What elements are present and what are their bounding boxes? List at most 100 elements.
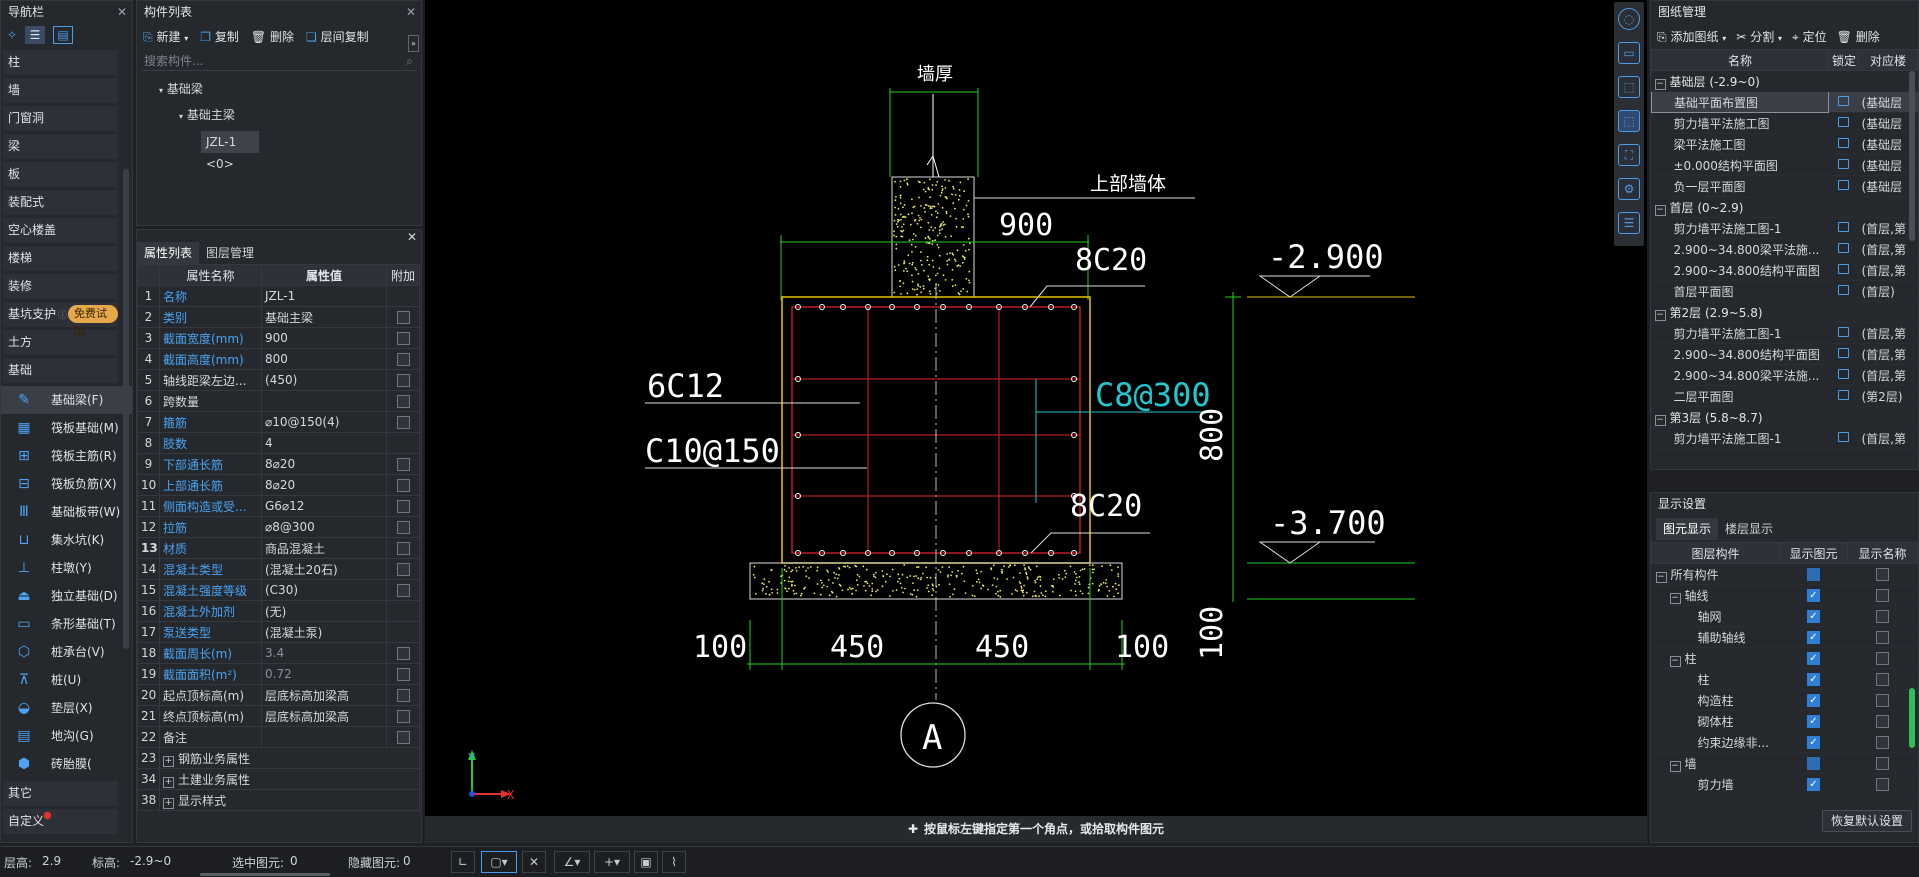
more-icon[interactable]: » bbox=[408, 35, 419, 52]
show-element-cell[interactable]: ✓ bbox=[1779, 773, 1848, 795]
lock-icon[interactable] bbox=[1838, 369, 1849, 379]
lock-cell[interactable] bbox=[1828, 343, 1859, 365]
show-element-cell[interactable]: ✓ bbox=[1779, 626, 1848, 648]
collapse-icon[interactable]: − bbox=[1669, 655, 1681, 667]
property-attach[interactable] bbox=[386, 579, 420, 601]
expand-icon[interactable]: ▾ bbox=[159, 86, 164, 95]
show-element-cell[interactable]: ✓ bbox=[1779, 584, 1848, 606]
property-value[interactable]: 层底标高加梁高 bbox=[261, 705, 387, 727]
drawing-group-row[interactable]: −首层 (0~2.9) bbox=[1651, 196, 1918, 218]
property-value[interactable]: (C30) bbox=[261, 579, 387, 601]
property-attach[interactable] bbox=[386, 726, 420, 748]
drawing-scrollbar[interactable] bbox=[1909, 71, 1915, 241]
display-row[interactable]: −轴线✓ bbox=[1651, 584, 1918, 606]
show-name-checkbox[interactable] bbox=[1876, 568, 1889, 581]
nav-subitem-1[interactable]: ▦筏板基础(M) bbox=[1, 414, 132, 442]
lock-cell[interactable] bbox=[1828, 175, 1859, 197]
lock-cell[interactable] bbox=[1828, 133, 1859, 155]
show-name-checkbox[interactable] bbox=[1876, 610, 1889, 623]
settings-icon[interactable]: ⚙ bbox=[1618, 178, 1640, 200]
property-value[interactable]: (混凝土泵) bbox=[261, 621, 387, 643]
attach-checkbox[interactable] bbox=[396, 542, 410, 555]
property-attach[interactable] bbox=[386, 285, 420, 307]
nav-scrollbar[interactable] bbox=[123, 169, 129, 649]
expand-plus-icon[interactable]: + bbox=[163, 755, 174, 767]
show-name-checkbox[interactable] bbox=[1876, 715, 1889, 728]
property-attach[interactable] bbox=[386, 474, 420, 496]
property-attach[interactable] bbox=[386, 705, 420, 727]
lock-icon[interactable] bbox=[1838, 264, 1849, 274]
property-attach[interactable] bbox=[386, 495, 420, 517]
drawing-row[interactable]: 2.900~34.800结构平面图(首层,第 bbox=[1651, 259, 1918, 281]
lock-icon[interactable] bbox=[1838, 285, 1849, 295]
nav-subitem-13[interactable]: ⬢砖胎膜( bbox=[1, 750, 132, 778]
show-element-cell[interactable]: ✓ bbox=[1779, 647, 1848, 669]
lock-icon[interactable] bbox=[1838, 180, 1849, 190]
lock-icon[interactable] bbox=[1838, 96, 1850, 106]
lock-cell[interactable] bbox=[1828, 385, 1859, 407]
snapshot-icon[interactable]: ▣ bbox=[634, 851, 658, 873]
drawing-group-row[interactable]: −第2层 (2.9~5.8) bbox=[1651, 301, 1918, 323]
display-row[interactable]: −柱✓ bbox=[1651, 647, 1918, 669]
property-value[interactable]: 0.72 bbox=[261, 663, 387, 685]
report-icon[interactable]: ☰ bbox=[1618, 212, 1640, 234]
property-value[interactable]: 8⌀20 bbox=[261, 453, 387, 475]
nav-category-7[interactable]: 楼梯 bbox=[3, 246, 118, 271]
lock-icon[interactable] bbox=[1838, 390, 1849, 400]
property-attach[interactable] bbox=[386, 684, 420, 706]
show-element-cell[interactable]: ✓ bbox=[1779, 689, 1848, 711]
nav-category-other[interactable]: 其它 bbox=[3, 781, 118, 806]
nav-subitem-9[interactable]: ⬡桩承台(V) bbox=[1, 638, 132, 666]
show-element-checkbox[interactable]: ✓ bbox=[1807, 589, 1820, 602]
lock-icon[interactable] bbox=[1838, 159, 1849, 169]
locate-button[interactable]: ⌖ 定位 bbox=[1792, 29, 1827, 44]
copy-button[interactable]: ❐ 复制 bbox=[200, 29, 239, 44]
drawing-row[interactable]: 剪力墙平法施工图(基础层 bbox=[1651, 112, 1918, 134]
property-attach[interactable] bbox=[386, 537, 420, 559]
nav-category-8[interactable]: 装修 bbox=[3, 274, 118, 299]
lock-cell[interactable] bbox=[1828, 280, 1859, 302]
nav-category-2[interactable]: 门窗洞 bbox=[3, 106, 118, 131]
iso-view-icon[interactable]: ⬚ bbox=[1618, 110, 1640, 132]
delete-button[interactable]: 🗑 删除 bbox=[250, 29, 294, 44]
property-attach[interactable] bbox=[386, 600, 420, 622]
show-element-checkbox[interactable]: ✓ bbox=[1807, 715, 1820, 728]
attach-checkbox[interactable] bbox=[396, 647, 410, 660]
property-attach[interactable] bbox=[386, 369, 420, 391]
attach-checkbox[interactable] bbox=[396, 458, 410, 471]
show-name-checkbox[interactable] bbox=[1876, 778, 1889, 791]
nav-subitem-3[interactable]: ⊟筏板负筋(X) bbox=[1, 470, 132, 498]
lock-icon[interactable] bbox=[1838, 222, 1849, 232]
property-value[interactable]: 8⌀20 bbox=[261, 474, 387, 496]
display-row[interactable]: 轴网✓ bbox=[1651, 605, 1918, 627]
tree-node-main-beam[interactable]: ▾ 基础主梁 bbox=[179, 108, 235, 122]
attach-checkbox[interactable] bbox=[396, 332, 410, 345]
property-value[interactable]: ⌀10@150(4) bbox=[261, 411, 387, 433]
attach-checkbox[interactable] bbox=[396, 689, 410, 702]
ortho-icon[interactable]: ∟ bbox=[451, 851, 475, 873]
attach-checkbox[interactable] bbox=[396, 374, 410, 387]
orbit-icon[interactable]: ◌ bbox=[1618, 8, 1640, 30]
delete-drawing-button[interactable]: 🗑 删除 bbox=[1836, 29, 1880, 44]
angle-icon[interactable]: ∠▾ bbox=[554, 851, 590, 873]
property-attach[interactable] bbox=[386, 411, 420, 433]
display-row[interactable]: 砌体柱✓ bbox=[1651, 710, 1918, 732]
attach-checkbox[interactable] bbox=[396, 710, 410, 723]
collapse-icon[interactable]: − bbox=[1654, 414, 1666, 426]
show-name-cell[interactable] bbox=[1847, 584, 1918, 606]
lock-icon[interactable] bbox=[1838, 243, 1849, 253]
nav-subitem-7[interactable]: ⏏独立基础(D) bbox=[1, 582, 132, 610]
show-element-cell[interactable]: ✓ bbox=[1779, 710, 1848, 732]
dimension-icon[interactable]: +▾ bbox=[594, 851, 630, 873]
show-name-cell[interactable] bbox=[1847, 689, 1918, 711]
lock-cell[interactable] bbox=[1828, 112, 1859, 134]
close-icon[interactable]: ✕ bbox=[405, 5, 416, 19]
close-icon[interactable]: ✕ bbox=[116, 5, 127, 19]
property-attach[interactable] bbox=[386, 642, 420, 664]
